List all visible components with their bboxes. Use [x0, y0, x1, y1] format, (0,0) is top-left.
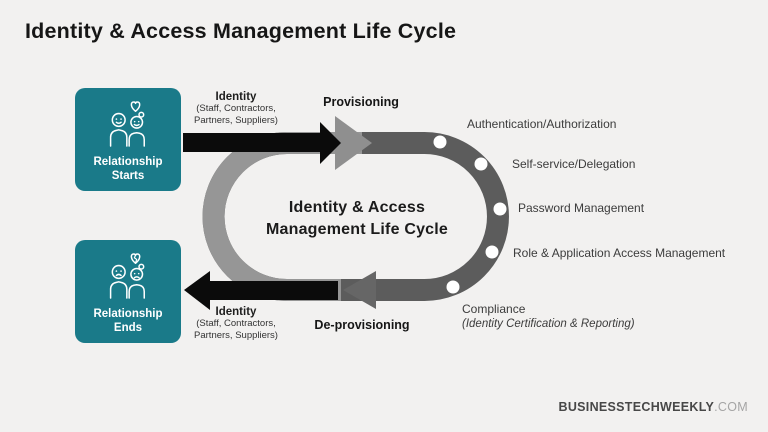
identity-in-label: Identity (Staff, Contractors, Partners, …: [175, 91, 297, 126]
brand-name: BUSINESSTECHWEEKLY: [558, 400, 715, 414]
center-caption-line2: Management Life Cycle: [265, 221, 449, 238]
relationship-starts-label: Relationship Starts: [93, 155, 162, 183]
brand-domain: .COM: [714, 400, 748, 414]
relationship-ends-line1: Relationship: [93, 308, 163, 320]
stage-label-self-service-delegation: Self-service/Delegation: [512, 157, 636, 171]
deprovisioning-label: De-provisioning: [314, 318, 410, 332]
stage-dot: [474, 157, 488, 171]
compliance-subtitle: (Identity Certification & Reporting): [462, 318, 635, 330]
identity-out-sub2: Partners, Suppliers): [194, 329, 278, 341]
couple-heart-icon: [109, 101, 145, 147]
identity-out-arrow-icon: [184, 271, 338, 310]
identity-in-sub2: Partners, Suppliers): [194, 114, 278, 126]
couple-broken-heart-icon: [109, 253, 145, 299]
stage-label-role-application-access: Role & Application Access Management: [513, 246, 726, 260]
stage-dot: [433, 135, 447, 149]
relationship-ends-line2: Ends: [113, 322, 143, 334]
provisioning-arrowhead-icon: [335, 116, 372, 170]
relationship-starts-line2: Starts: [111, 170, 145, 182]
identity-out-label: Identity (Staff, Contractors, Partners, …: [175, 306, 297, 341]
relationship-starts-line1: Relationship: [93, 156, 163, 168]
identity-out-title: Identity: [215, 306, 257, 318]
relationship-ends-label: Relationship Ends: [93, 307, 162, 335]
identity-in-sub1: (Staff, Contractors,: [196, 103, 276, 114]
stage-label-compliance: Compliance (Identity Certification & Rep…: [462, 302, 635, 330]
stage-label-password-management: Password Management: [518, 201, 645, 215]
brand-footer: BUSINESSTECHWEEKLY.COM: [559, 400, 749, 414]
stage-label-authentication-authorization: Authentication/Authorization: [467, 117, 617, 131]
relationship-starts-card: Relationship Starts: [75, 88, 181, 191]
lifecycle-center-caption: Identity & Access Management Life Cycle: [237, 197, 477, 241]
stage-dot: [485, 245, 499, 259]
provisioning-label: Provisioning: [323, 95, 399, 109]
stage-dot: [446, 280, 460, 294]
identity-in-arrow-icon: [183, 122, 341, 164]
deprovisioning-arrowhead-icon: [343, 271, 376, 309]
page-title: Identity & Access Management Life Cycle: [25, 19, 457, 43]
relationship-ends-card: Relationship Ends: [75, 240, 181, 343]
identity-out-sub1: (Staff, Contractors,: [196, 318, 276, 329]
identity-in-title: Identity: [215, 91, 257, 103]
compliance-title: Compliance: [462, 302, 526, 316]
center-caption-line1: Identity & Access: [288, 199, 426, 216]
stage-dot: [493, 202, 507, 216]
